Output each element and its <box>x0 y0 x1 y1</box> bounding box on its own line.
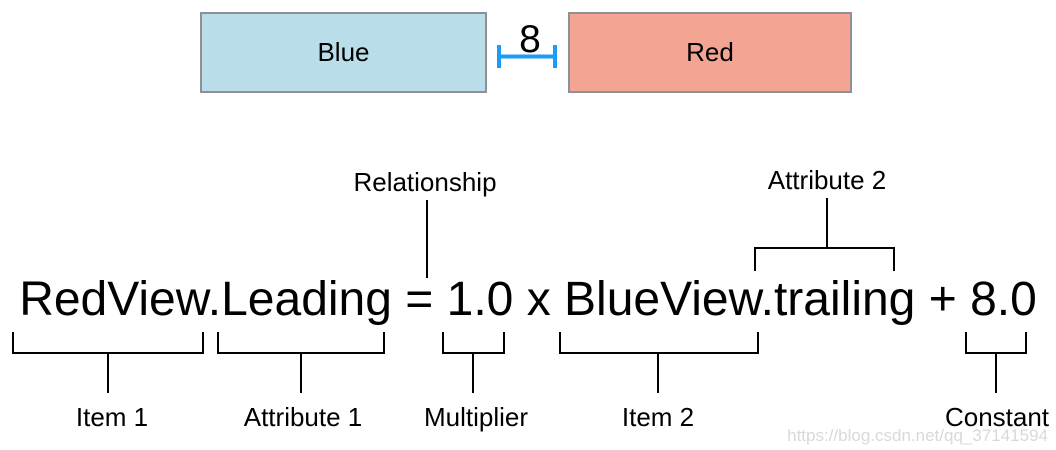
watermark-text: https://blog.csdn.net/qq_37141594 <box>787 426 1048 445</box>
constant-bracket <box>965 332 1027 354</box>
measurement-ibeam <box>497 45 557 68</box>
constant-label: Constant <box>944 402 1050 432</box>
relationship-label: Relationship <box>353 167 497 197</box>
blue-view-label: Blue <box>317 37 370 67</box>
multiplier-label: Multiplier <box>423 402 529 432</box>
item1-bracket <box>12 332 204 354</box>
red-view-label: Red <box>686 37 734 67</box>
attribute-2-label: Attribute 2 <box>767 165 887 195</box>
attribute-1-label: Attribute 1 <box>243 402 363 432</box>
attribute1-bracket <box>217 332 385 354</box>
bracket-lines <box>12 198 1027 393</box>
blue-view-box: Blue <box>200 12 487 93</box>
item-1-label: Item 1 <box>75 402 149 432</box>
attribute2-bracket <box>754 247 895 271</box>
multiplier-bracket <box>442 332 505 354</box>
item2-bracket <box>559 332 759 354</box>
constraint-equation: RedView.Leading = 1.0 x BlueView.trailin… <box>19 273 1037 326</box>
red-view-box: Red <box>568 12 852 93</box>
gap-spacing-value: 8 <box>519 18 541 61</box>
item-2-label: Item 2 <box>621 402 695 432</box>
